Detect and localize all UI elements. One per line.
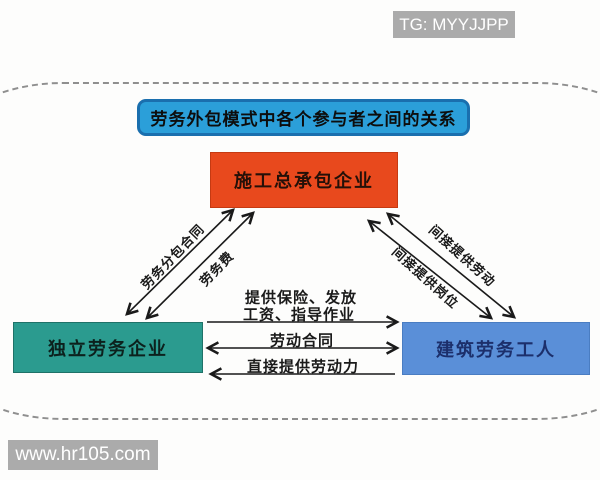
edge-label-insurance-line1: 提供保险、发放	[244, 289, 358, 307]
node-construction-workers: 建筑劳务工人	[402, 322, 590, 375]
dashed-boundary	[0, 82, 600, 420]
node-independent-labor-company-label: 独立劳务企业	[48, 338, 168, 359]
edge-label-insurance-line2: 工资、指导作业	[242, 306, 356, 324]
node-general-contractor-label: 施工总承包企业	[234, 171, 374, 191]
watermark-bottom-left-text: www.hr105.com	[15, 444, 151, 465]
edge-label-direct-labor: 直接提供劳动力	[246, 358, 360, 376]
diagram-title-text: 劳务外包模式中各个参与者之间的关系	[150, 110, 457, 129]
node-general-contractor: 施工总承包企业	[210, 152, 398, 208]
node-independent-labor-company: 独立劳务企业	[13, 322, 203, 373]
watermark-top-right: TG: MYYJJPP	[393, 11, 515, 38]
watermark-top-right-text: TG: MYYJJPP	[399, 14, 509, 34]
edge-label-labor-contract: 劳动合同	[269, 332, 335, 350]
node-construction-workers-label: 建筑劳务工人	[436, 339, 556, 360]
diagram-title: 劳务外包模式中各个参与者之间的关系	[137, 99, 470, 136]
watermark-bottom-left: www.hr105.com	[8, 440, 158, 470]
